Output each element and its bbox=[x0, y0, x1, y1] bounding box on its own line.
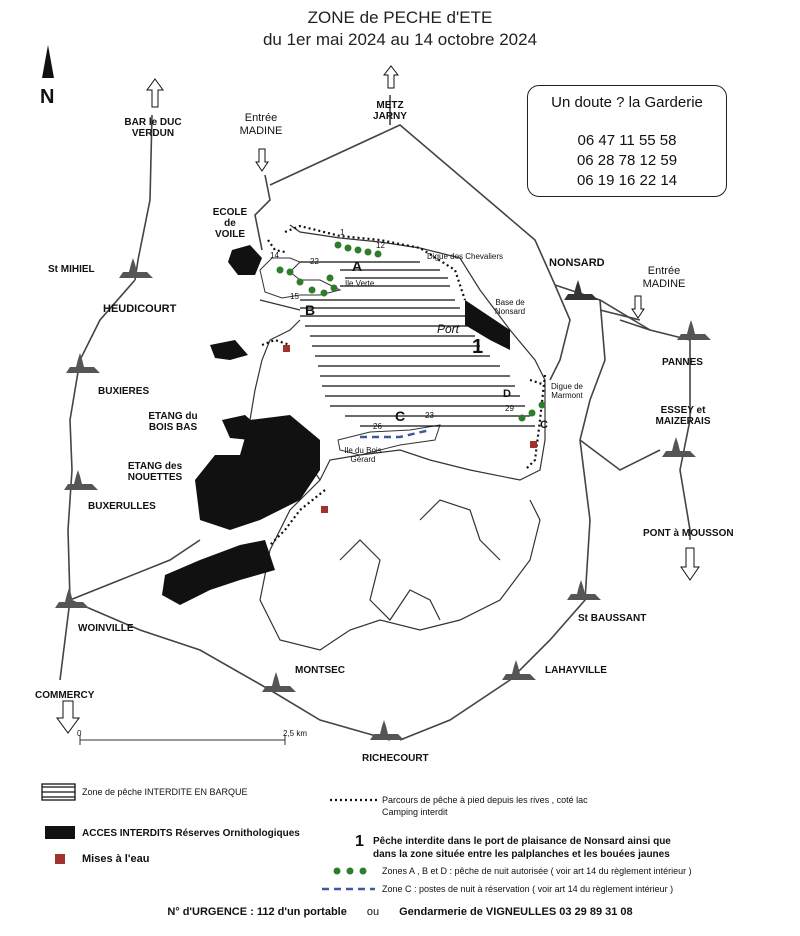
road-label-commercy: COMMERCY bbox=[35, 690, 95, 701]
urgence-text: N° d'URGENCE : 112 d'un portable bbox=[167, 906, 347, 918]
place-pannes: PANNES bbox=[662, 357, 703, 368]
zone-a-label: A bbox=[352, 258, 363, 274]
road-label-pont-a-mousson: PONT à MOUSSON bbox=[643, 528, 734, 539]
post-number: 12 bbox=[376, 241, 385, 250]
legend-reserve-icon bbox=[45, 826, 75, 839]
post-number: 1 bbox=[340, 228, 345, 237]
or-text: ou bbox=[366, 906, 380, 918]
post-number: 26 bbox=[373, 422, 382, 431]
zone-c-label-right: C bbox=[540, 419, 548, 431]
foot-path bbox=[239, 224, 547, 802]
boat-launch-marker bbox=[283, 345, 290, 352]
place-buxieres: BUXIERES bbox=[98, 386, 150, 397]
footer-urgence: N° d'URGENCE : 112 d'un portable ou Gendar… bbox=[0, 906, 800, 918]
legend-acces: ACCES INTERDITS Réserves Ornithologiques bbox=[82, 828, 300, 839]
place-st-mihiel: St MIHIEL bbox=[48, 264, 95, 275]
legend-port-line1: Pêche interdite dans le port de plaisanc… bbox=[373, 836, 671, 847]
phone-box: Un doute ? la Garderie 06 47 11 55 58 06… bbox=[527, 85, 727, 197]
scale-end: 2,5 km bbox=[283, 729, 308, 738]
place-port: Port bbox=[437, 322, 460, 336]
post-number: 22 bbox=[310, 257, 319, 266]
gendarmerie-text: Gendarmerie de VIGNEULLES 03 29 89 31 08 bbox=[399, 906, 633, 918]
north-label: N bbox=[40, 86, 55, 108]
place-heudicourt: HEUDICOURT bbox=[103, 303, 177, 315]
legend-number-one: 1 bbox=[355, 833, 364, 850]
boat-launch-marker bbox=[530, 441, 537, 448]
phone-number[interactable]: 06 47 11 55 58 bbox=[577, 132, 677, 149]
post-number: 14 bbox=[270, 251, 279, 260]
map-title: ZONE de PECHE d'ETE bbox=[307, 8, 493, 27]
legend-mises: Mises à l'eau bbox=[82, 853, 150, 865]
post-number: 15 bbox=[290, 292, 299, 301]
no-boat-zone bbox=[300, 261, 535, 427]
zone-c-label: C bbox=[395, 408, 406, 424]
legend-zone-c: Zone C : postes de nuit à réservation ( … bbox=[382, 884, 674, 894]
place-woinville: WOINVILLE bbox=[78, 623, 134, 634]
legend-hatch-icon bbox=[41, 783, 76, 801]
zone-b-label: B bbox=[305, 302, 316, 318]
legend-camping: Camping interdit bbox=[382, 807, 448, 817]
north-arrow-icon bbox=[42, 45, 54, 78]
phone-number[interactable]: 06 28 78 12 59 bbox=[576, 152, 678, 169]
map-subtitle: du 1er mai 2024 au 14 octobre 2024 bbox=[262, 30, 538, 49]
zone-c-dashes bbox=[322, 428, 431, 891]
scale-bar bbox=[79, 735, 286, 745]
legend-launch-icon bbox=[55, 854, 65, 864]
place-ile-verte: Ile Verte bbox=[345, 279, 375, 288]
phone-number[interactable]: 06 19 16 22 14 bbox=[576, 172, 678, 189]
green-zones bbox=[276, 241, 546, 875]
post-number: 23 bbox=[425, 411, 434, 420]
place-buxerulles: BUXERULLES bbox=[88, 501, 156, 512]
post-number: 29 bbox=[505, 404, 514, 413]
boat-launch-marker bbox=[321, 506, 328, 513]
legend-zones-abd: Zones A , B et D : pêche de nuit autoris… bbox=[382, 866, 692, 876]
legend-parcours: Parcours de pêche à pied depuis les rive… bbox=[382, 795, 588, 805]
reserves bbox=[162, 245, 510, 605]
place-lahayville: LAHAYVILLE bbox=[545, 665, 607, 676]
place-montsec: MONTSEC bbox=[295, 665, 345, 676]
legend-interdite-barque: Zone de pêche INTERDITE EN BARQUE bbox=[82, 787, 248, 797]
phone-heading: Un doute ? la Garderie bbox=[551, 94, 703, 111]
zone-d-label: D bbox=[503, 388, 511, 400]
place-digue-chevaliers: Digue des Chevaliers bbox=[427, 252, 504, 261]
legend-port-line2: dans la zone située entre les palplanche… bbox=[373, 849, 670, 860]
scale-start: 0 bbox=[77, 729, 82, 738]
place-richecourt: RICHECOURT bbox=[362, 753, 429, 764]
place-st-baussant: St BAUSSANT bbox=[578, 613, 647, 624]
place-nonsard: NONSARD bbox=[549, 257, 605, 269]
zone-1-label: 1 bbox=[472, 336, 484, 358]
